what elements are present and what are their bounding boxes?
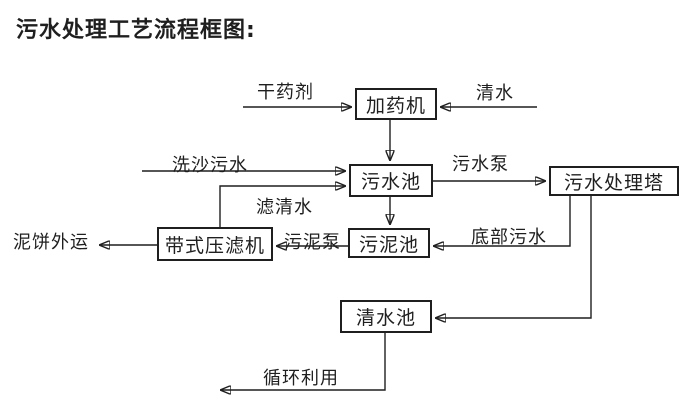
edge-label-clean-water: 清水 [476, 83, 514, 104]
node-treatment-tower: 污水处理塔 [549, 166, 679, 196]
edge-label-sludge-pump: 污泥泵 [284, 232, 341, 253]
node-sewage-pool: 污水池 [349, 164, 433, 197]
node-dosing-machine-label: 加药机 [365, 94, 426, 117]
node-sewage-pool-label: 污水池 [360, 171, 421, 193]
node-treatment-tower-label: 污水处理塔 [563, 171, 664, 194]
node-clean-water-pool: 清水池 [340, 300, 432, 333]
edge-label-recycling: 循环利用 [263, 368, 339, 389]
node-clean-water-pool-label: 清水池 [355, 307, 416, 329]
node-belt-filter-press-label: 带式压滤机 [164, 234, 265, 257]
arrow-filtered-water-to-sewage-pool [219, 186, 345, 227]
arrow-recycling-out [221, 333, 386, 390]
arrow-tower-to-clean-pool [436, 196, 592, 318]
page-title: 污水处理工艺流程框图: [16, 18, 256, 43]
edge-label-mud-cake-transport: 泥饼外运 [13, 232, 89, 253]
node-sludge-pool-label: 污泥池 [358, 233, 419, 256]
arrow-bottom-sewage-to-sludge-pool [434, 196, 571, 246]
edge-label-filtered-water: 滤清水 [256, 197, 313, 218]
node-sludge-pool: 污泥池 [348, 228, 430, 258]
node-dosing-machine: 加药机 [355, 88, 437, 120]
edge-label-bottom-sewage: 底部污水 [471, 227, 547, 248]
edge-label-sewage-pump: 污水泵 [452, 154, 509, 175]
edge-label-sand-washing-sewage: 洗沙污水 [172, 155, 248, 176]
node-belt-filter-press: 带式压滤机 [157, 227, 273, 261]
edge-label-dry-chemical: 干药剂 [257, 82, 314, 103]
